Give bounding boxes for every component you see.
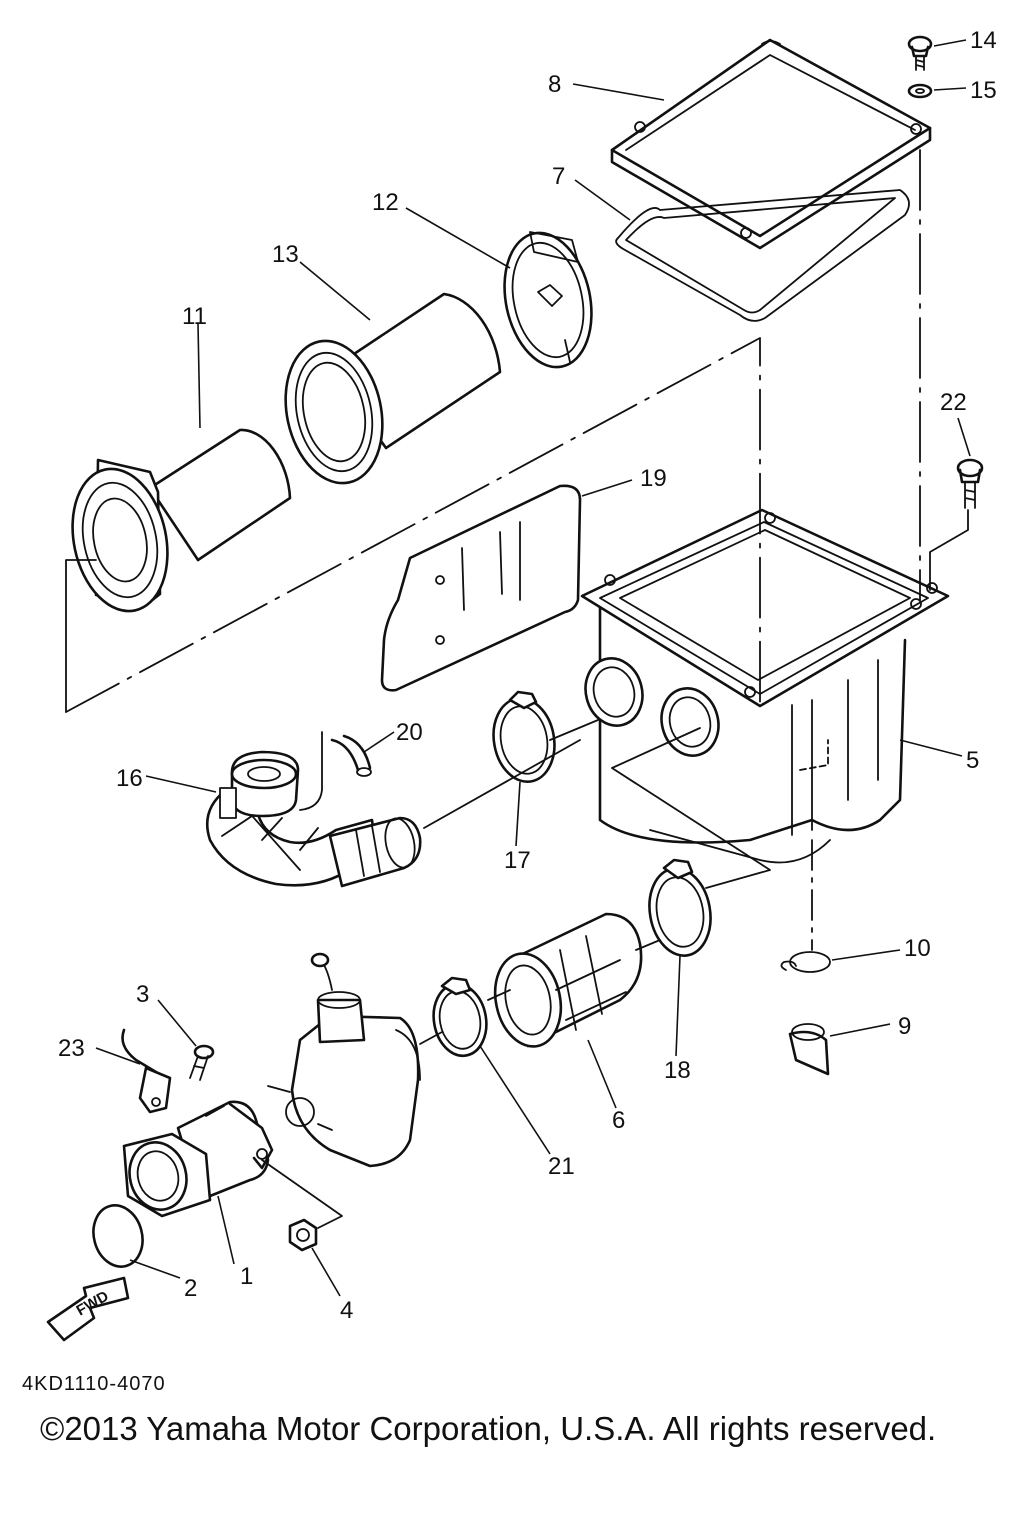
air-box-cover-part-8 xyxy=(610,38,932,250)
callout-1: 1 xyxy=(240,1263,253,1290)
callout-16: 16 xyxy=(116,765,143,792)
callout-5: 5 xyxy=(966,747,979,774)
copyright-notice: ©2013 Yamaha Motor Corporation, U.S.A. A… xyxy=(40,1410,936,1447)
callout-14: 14 xyxy=(970,27,997,54)
fwd-arrow-icon: FWD xyxy=(46,1276,130,1342)
callout-12: 12 xyxy=(372,189,399,216)
drawing-code: 4KD1110-4070 xyxy=(22,1373,166,1395)
band-part-23 xyxy=(121,1028,172,1114)
nut-part-4 xyxy=(288,1218,318,1252)
washer-part-15 xyxy=(907,83,933,99)
callout-8: 8 xyxy=(548,71,561,98)
callout-labels: 1 2 3 4 5 6 7 8 9 10 11 12 13 14 15 16 1… xyxy=(58,27,997,1324)
callout-11: 11 xyxy=(182,303,207,330)
callout-3: 3 xyxy=(136,981,149,1008)
callout-13: 13 xyxy=(272,241,299,268)
cover-gasket-part-7 xyxy=(615,189,910,322)
callout-20: 20 xyxy=(396,719,423,746)
cap-part-12 xyxy=(503,231,593,369)
callout-2: 2 xyxy=(184,1275,197,1302)
callout-21: 21 xyxy=(548,1153,575,1180)
screw-part-14 xyxy=(907,35,933,71)
carburetor-joint-part-1 xyxy=(122,1100,274,1218)
callout-22: 22 xyxy=(940,389,967,416)
callout-19: 19 xyxy=(640,465,667,492)
callout-15: 15 xyxy=(970,77,997,104)
filter-guide-part-11 xyxy=(71,428,292,613)
joint-part-6 xyxy=(493,912,643,1048)
joint-part-16 xyxy=(205,750,422,888)
plate-part-19 xyxy=(380,484,582,692)
air-box-case-part-5 xyxy=(580,508,950,864)
callout-9: 9 xyxy=(898,1013,911,1040)
assembly-lines xyxy=(65,149,969,1229)
carburetor xyxy=(267,952,421,1168)
callout-23: 23 xyxy=(58,1035,85,1062)
hose-part-20 xyxy=(299,731,372,811)
drain-hose-part-9 xyxy=(788,1023,830,1076)
callout-7: 7 xyxy=(552,163,565,190)
o-ring-part-2 xyxy=(92,1204,144,1268)
clamp-part-17 xyxy=(492,690,556,783)
clip-part-10 xyxy=(780,951,831,973)
bolt-part-22 xyxy=(956,458,984,509)
air-filter-element-part-13 xyxy=(284,292,502,485)
callout-4: 4 xyxy=(340,1297,353,1324)
callout-17: 17 xyxy=(504,847,531,874)
clamp-part-18 xyxy=(648,858,712,957)
leader-lines xyxy=(95,39,971,1297)
callout-6: 6 xyxy=(612,1107,625,1134)
callout-10: 10 xyxy=(904,935,931,962)
callout-18: 18 xyxy=(664,1057,691,1084)
screw-part-3 xyxy=(189,1044,215,1081)
clamp-part-21 xyxy=(432,976,488,1058)
